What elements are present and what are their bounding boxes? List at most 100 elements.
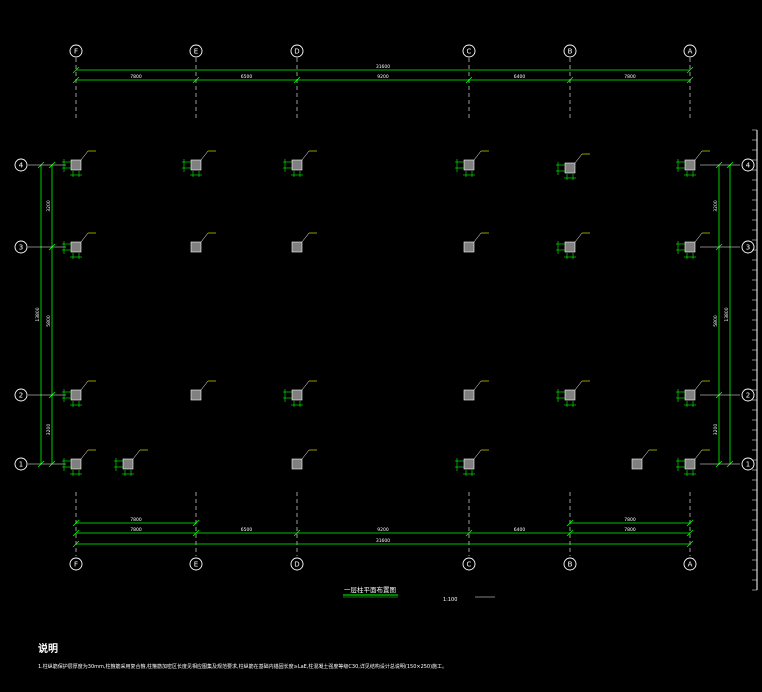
axis-bubble-top-C-label: C [467, 48, 472, 56]
dim-bottom-span-tick [566, 529, 574, 537]
axis-bubble-bottom-C-label: C [467, 561, 472, 569]
axis-bubble-left-2-label: 2 [19, 392, 23, 400]
column [70, 458, 82, 470]
dim-bottom-span-tick [72, 529, 80, 537]
axis-bubble-bottom-D [290, 557, 304, 571]
column [463, 389, 475, 401]
axis-bubble-bottom-F-label: F [74, 561, 78, 569]
dim-top-span-tick [192, 76, 200, 84]
dim-left-span-label: 3200 [46, 424, 52, 436]
column-tag-leader [574, 153, 583, 164]
column [631, 458, 643, 470]
dim-top-span-tick [465, 76, 473, 84]
dim-right-span-label: 5800 [713, 315, 719, 327]
axis-bubble-right-2 [741, 388, 755, 402]
dim-top-span-tick [686, 76, 694, 84]
column [564, 162, 576, 174]
dim-bottom-span-tick [465, 529, 473, 537]
column [684, 241, 696, 253]
notes-heading: 说明 [38, 644, 58, 655]
dim-bottom-total-tick [72, 540, 80, 548]
dim-bottom-span-label: 7800 [624, 527, 636, 533]
dim-top-span-label: 7800 [624, 74, 636, 80]
dim-bottom-sub-right-label: 7800 [624, 517, 636, 523]
axis-bubble-top-A-label: A [688, 48, 693, 56]
dim-left-total-label: 13800 [35, 307, 41, 321]
column-tag-leader [200, 150, 209, 161]
column-tag-leader [694, 232, 703, 243]
dim-bottom-sub-right-tick [566, 519, 574, 527]
dim-bottom-span-label: 7800 [130, 527, 142, 533]
column [70, 389, 82, 401]
axis-bubble-right-3-label: 3 [746, 244, 750, 252]
axis-bubble-right-3 [741, 240, 755, 254]
column-tag-leader [301, 380, 310, 391]
column-tag-leader [641, 449, 650, 460]
column [190, 241, 202, 253]
dim-top-span-tick [566, 76, 574, 84]
notes-block: 说明 1.柱纵筋保护层厚度为30mm,柱箍筋采用复合箍,柱箍筋加密区长度见相应图… [10, 640, 447, 670]
column [190, 159, 202, 171]
column [564, 241, 576, 253]
dim-bottom-span-label: 6400 [514, 527, 526, 533]
column-tag-leader [200, 380, 209, 391]
column [291, 458, 303, 470]
dim-bottom-total-label: 31600 [376, 538, 390, 544]
column [564, 389, 576, 401]
column [684, 458, 696, 470]
axis-bubble-right-4 [741, 158, 755, 172]
axis-bubble-top-D-label: D [294, 48, 299, 56]
axis-bubble-top-C [462, 44, 476, 58]
dim-bottom-span-tick [192, 529, 200, 537]
axis-bubble-top-E [189, 44, 203, 58]
axis-bubble-top-A [683, 44, 697, 58]
axis-bubble-left-3 [14, 240, 28, 254]
column-tag-leader [473, 232, 482, 243]
column-tag-leader [80, 150, 89, 161]
dim-right-span-label: 3200 [713, 424, 719, 436]
column [463, 458, 475, 470]
axis-bubble-top-F-label: F [74, 48, 78, 56]
dim-top-span-tick [72, 76, 80, 84]
column-tag-leader [473, 449, 482, 460]
dim-top-span-label: 7800 [130, 74, 142, 80]
column-tag-leader [301, 150, 310, 161]
axis-bubble-bottom-A [683, 557, 697, 571]
axis-bubble-left-2 [14, 388, 28, 402]
dim-top-total-tick [72, 66, 80, 74]
column-tag-leader [694, 150, 703, 161]
column [291, 159, 303, 171]
axis-bubble-top-E-label: E [194, 48, 198, 56]
drawing-scale: 1:100 [443, 597, 457, 603]
column-tag-leader [301, 449, 310, 460]
column-tag-leader [80, 449, 89, 460]
dim-left-span-label: 5800 [46, 315, 52, 327]
axis-bubble-left-4-label: 4 [19, 162, 24, 170]
column [70, 241, 82, 253]
dim-bottom-span-tick [686, 529, 694, 537]
dim-right-total-label: 13800 [724, 307, 730, 321]
dim-bottom-span-label: 9200 [377, 527, 389, 533]
notes-line-1: 1.柱纵筋保护层厚度为30mm,柱箍筋采用复合箍,柱箍筋加密区长度见相应图集及规… [38, 664, 448, 670]
dim-bottom-total-tick [686, 540, 694, 548]
column-tag-leader [694, 449, 703, 460]
axis-bubble-left-1 [14, 457, 28, 471]
column-tag-leader [301, 232, 310, 243]
dim-top-total-tick [686, 66, 694, 74]
axis-bubble-right-2-label: 2 [746, 392, 750, 400]
axis-bubble-right-1 [741, 457, 755, 471]
column [463, 159, 475, 171]
dim-bottom-sub-left-tick [72, 519, 80, 527]
dim-top-span-tick [293, 76, 301, 84]
axis-bubble-right-4-label: 4 [746, 162, 751, 170]
axis-bubble-top-F [69, 44, 83, 58]
drawing-title: 一层柱平面布置图 [344, 585, 396, 594]
axis-bubble-left-4 [14, 158, 28, 172]
dim-top-span-label: 6500 [241, 74, 253, 80]
dim-bottom-sub-left-label: 7800 [130, 517, 142, 523]
column [291, 389, 303, 401]
column [190, 389, 202, 401]
axis-bubble-top-B [563, 44, 577, 58]
axis-bubble-bottom-B [563, 557, 577, 571]
axis-bubble-top-D [290, 44, 304, 58]
